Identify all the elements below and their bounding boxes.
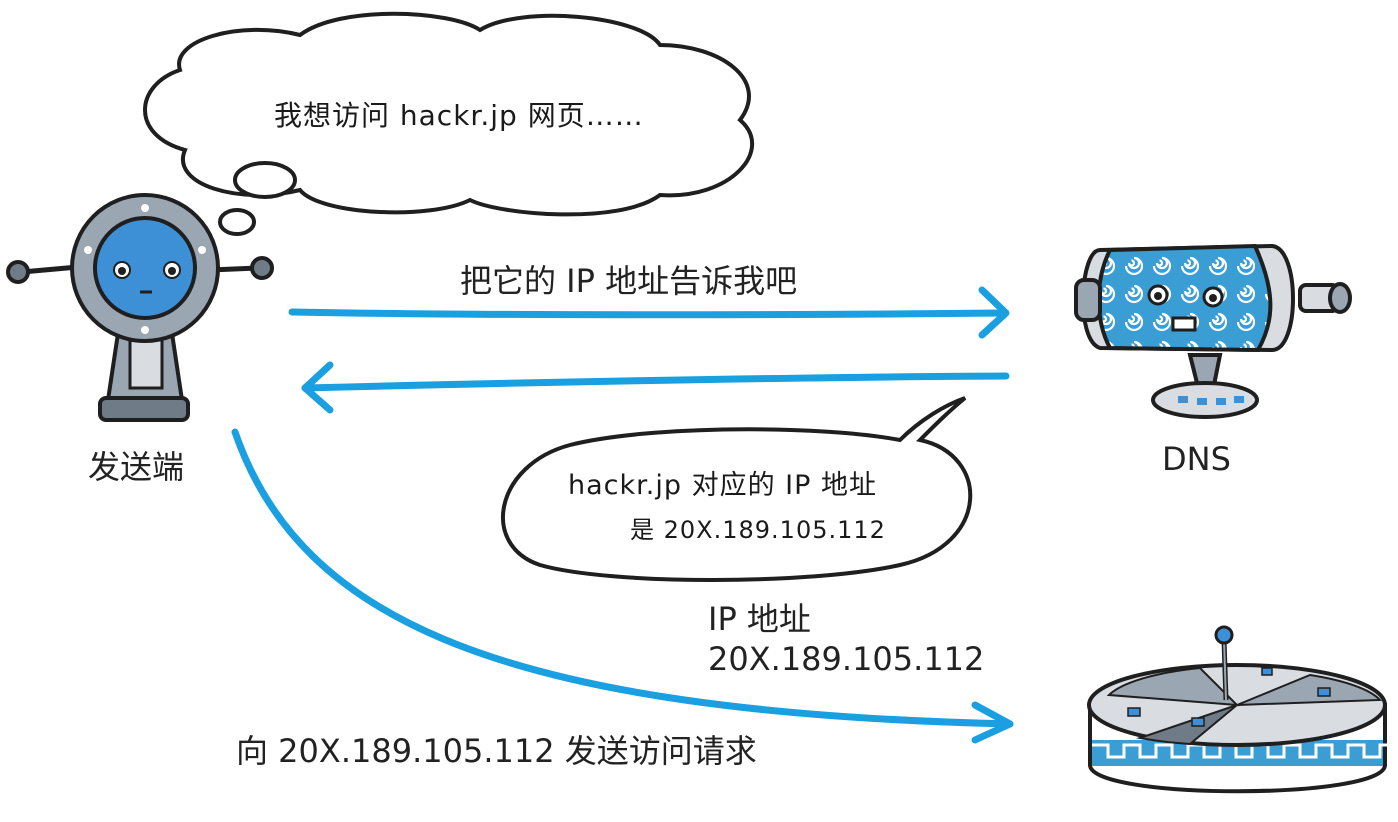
thought-text: 我想访问 hackr.jp 网页…… [274, 99, 644, 132]
dns-label: DNS [1162, 440, 1231, 478]
response-arrow [301, 361, 1010, 414]
request-label: 把它的 IP 地址告诉我吧 [460, 262, 798, 300]
reply-line-2: 是 20X.189.105.112 [630, 516, 886, 544]
ip-label: IP 地址 [708, 600, 811, 638]
web-server-icon [1087, 625, 1398, 794]
request-arrow [288, 286, 1010, 339]
dns-server-icon [1074, 243, 1352, 419]
reply-line-1: hackr.jp 对应的 IP 地址 [568, 470, 877, 501]
sender-label: 发送端 [88, 448, 185, 486]
sender-robot-icon [6, 193, 274, 422]
access-arrow [231, 428, 1014, 744]
reply-speech-bubble [501, 396, 973, 582]
ip-value: 20X.189.105.112 [708, 640, 985, 678]
thought-cloud [143, 11, 755, 236]
access-label: 向 20X.189.105.112 发送访问请求 [236, 732, 757, 770]
